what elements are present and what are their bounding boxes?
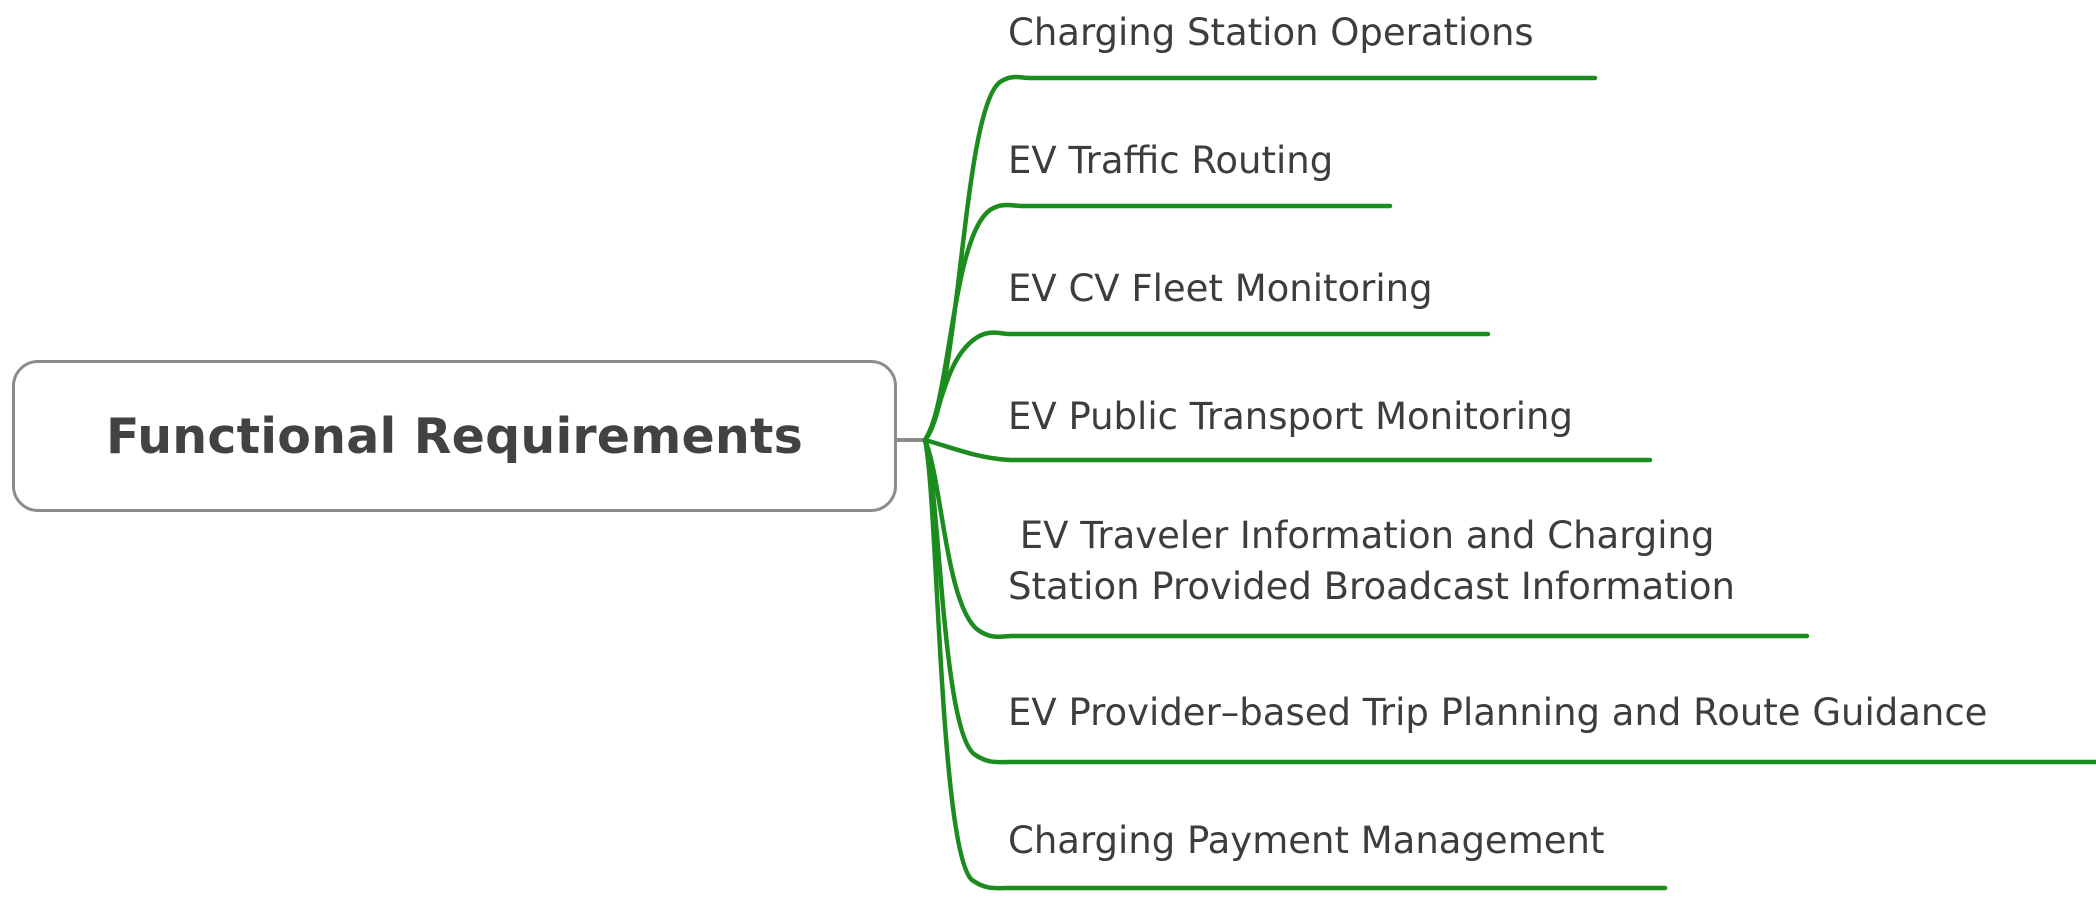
branch-label-ev-traffic-routing[interactable]: EV Traffic Routing (1008, 139, 1334, 182)
branch-label-ev-public-transport-monitoring[interactable]: EV Public Transport Monitoring (1008, 395, 1573, 438)
branch-label-ev-provider-based-trip-planning-and-route-guidance[interactable]: EV Provider–based Trip Planning and Rout… (1008, 691, 1988, 734)
branch-label-charging-station-operations[interactable]: Charging Station Operations (1008, 11, 1534, 54)
branch-curve-ev-cv-fleet-monitoring (922, 330, 1491, 443)
branch-curve-charging-payment-management (922, 437, 1668, 891)
branch-curve-ev-public-transport-monitoring (922, 437, 1653, 463)
root-node-label: Functional Requirements (105, 407, 803, 465)
branch-curve-ev-provider-based-trip-planning (922, 437, 2096, 765)
branch-label-ev-cv-fleet-monitoring[interactable]: EV CV Fleet Monitoring (1008, 267, 1433, 310)
branch-curve-ev-traveler-information (922, 437, 1810, 639)
branch-label-ev-traveler-information-and-charging-station-provided-broadcast-information[interactable]: EV Traveler Information and Charging Sta… (1008, 514, 1735, 608)
branch-curve-charging-station-operations (922, 74, 1598, 443)
branch-label-charging-payment-management[interactable]: Charging Payment Management (1008, 819, 1605, 862)
root-node[interactable]: Functional Requirements (12, 360, 897, 512)
branch-curves (922, 74, 2096, 891)
